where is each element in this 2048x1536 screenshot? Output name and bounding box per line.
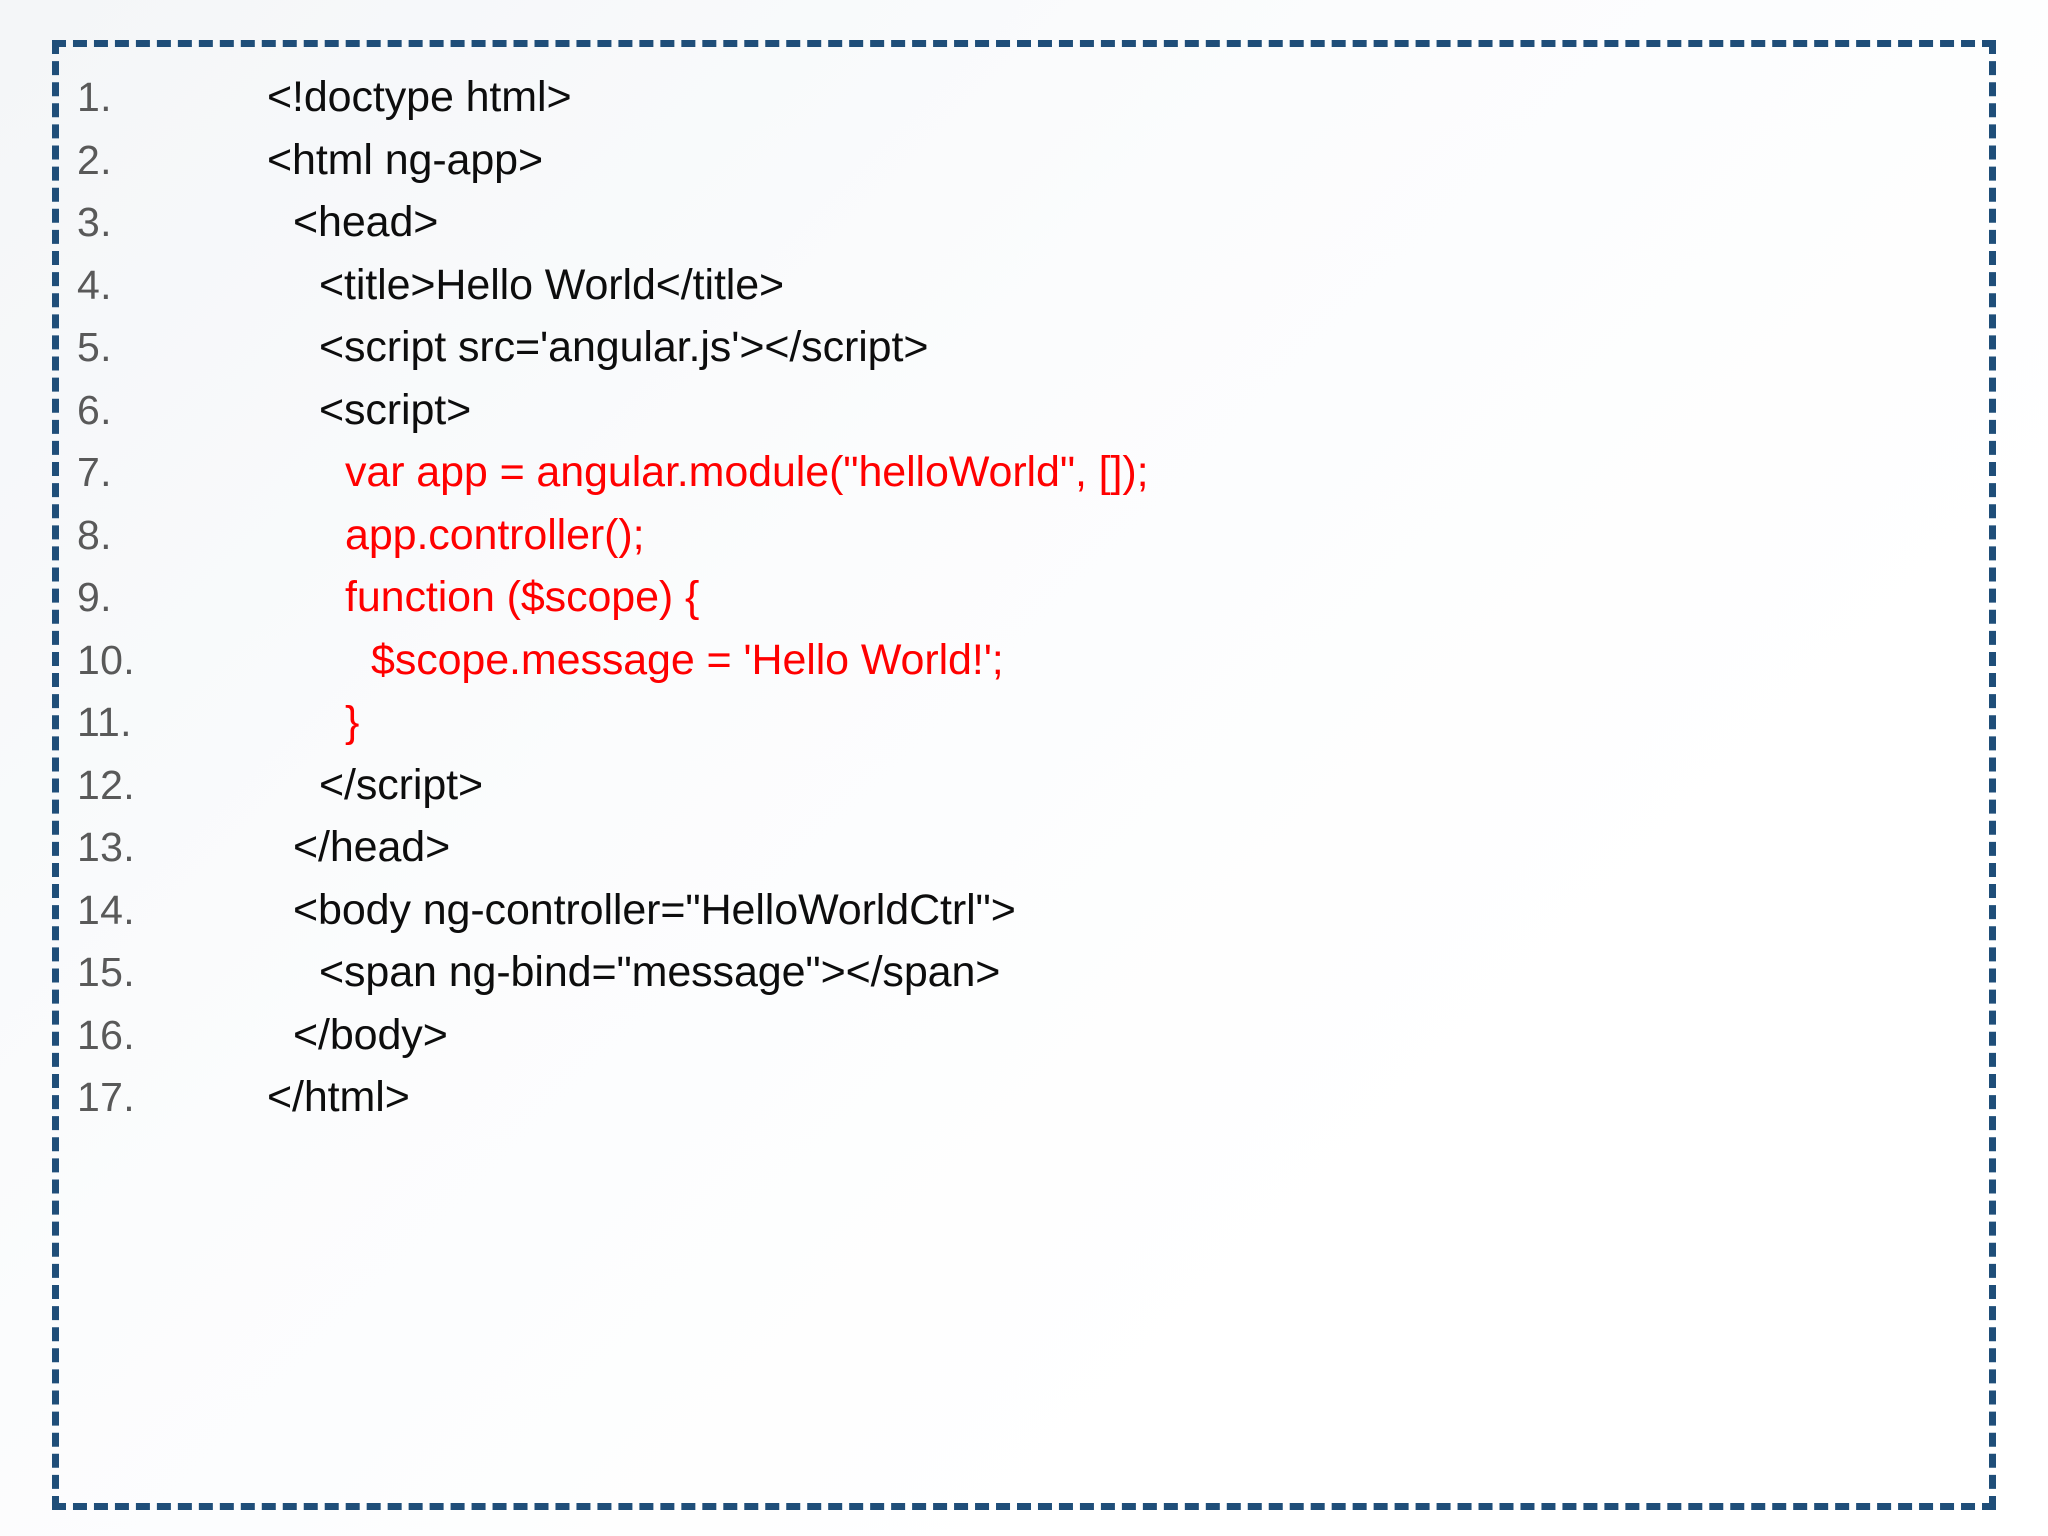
line-code: app.controller(); xyxy=(345,510,645,559)
line-number: 6. xyxy=(77,386,112,433)
line-code: } xyxy=(345,698,360,746)
code-line: 13. </head> xyxy=(59,823,1989,886)
code-line: 2. <html ng-app> xyxy=(59,136,1989,199)
code-line: 15. <span ng-bind="message"></span> xyxy=(59,948,1989,1011)
line-number: 15. xyxy=(77,949,135,995)
line-number: 13. xyxy=(77,824,135,870)
line-number: 17. xyxy=(77,1074,135,1120)
line-code: </head> xyxy=(293,823,451,871)
line-number: 4. xyxy=(77,261,112,308)
code-line: 7. var app = angular.module("helloWorld",… xyxy=(59,448,1989,511)
line-code: $scope.message = 'Hello World!'; xyxy=(371,635,1004,684)
code-line: 5. <script src='angular.js'></script> xyxy=(59,323,1989,386)
line-number: 3. xyxy=(77,199,112,245)
line-code: var app = angular.module("helloWorld", [… xyxy=(345,448,1149,496)
line-number: 10. xyxy=(77,636,135,683)
line-number: 11. xyxy=(77,699,132,745)
line-number: 5. xyxy=(77,324,112,370)
line-code: <script> xyxy=(319,385,472,434)
code-line: 10. $scope.message = 'Hello World!'; xyxy=(59,636,1989,699)
line-number: 12. xyxy=(77,761,135,808)
line-number: 9. xyxy=(77,574,112,620)
line-code: <script src='angular.js'></script> xyxy=(319,323,929,371)
line-number: 16. xyxy=(77,1011,135,1058)
code-line: 9. function ($scope) { xyxy=(59,573,1989,636)
code-line: 4. <title>Hello World</title> xyxy=(59,261,1989,324)
code-frame-dashed-border: 1. <!doctype html> 2. <html ng-app> 3. <head>… xyxy=(52,40,1996,1510)
code-line: 3. <head> xyxy=(59,198,1989,261)
code-line: 17. </html> xyxy=(59,1073,1989,1136)
line-number: 14. xyxy=(77,886,135,933)
line-number: 7. xyxy=(77,449,112,495)
line-number: 8. xyxy=(77,511,112,558)
line-code: </body> xyxy=(293,1010,448,1059)
line-code: <title>Hello World</title> xyxy=(319,260,785,309)
line-code: </script> xyxy=(319,760,484,809)
code-line: 16. </body> xyxy=(59,1011,1989,1074)
code-line: 8. app.controller(); xyxy=(59,511,1989,574)
line-code: <body ng-controller="HelloWorldCtrl"> xyxy=(293,885,1016,934)
line-number: 2. xyxy=(77,136,112,183)
line-code: <html ng-app> xyxy=(267,135,543,184)
line-code: <span ng-bind="message"></span> xyxy=(319,948,1001,996)
code-listing: 1. <!doctype html> 2. <html ng-app> 3. <head>… xyxy=(59,73,1989,1136)
code-line: 12. </script> xyxy=(59,761,1989,824)
line-code: <head> xyxy=(293,198,439,246)
line-code: <!doctype html> xyxy=(267,73,572,121)
code-line: 14. <body ng-controller="HelloWorldCtrl"> xyxy=(59,886,1989,949)
code-line: 1. <!doctype html> xyxy=(59,73,1989,136)
line-number: 1. xyxy=(77,74,112,120)
code-line: 11.} xyxy=(59,698,1989,761)
code-line: 6. <script> xyxy=(59,386,1989,449)
line-code: </html> xyxy=(267,1073,410,1121)
line-code: function ($scope) { xyxy=(345,573,700,621)
